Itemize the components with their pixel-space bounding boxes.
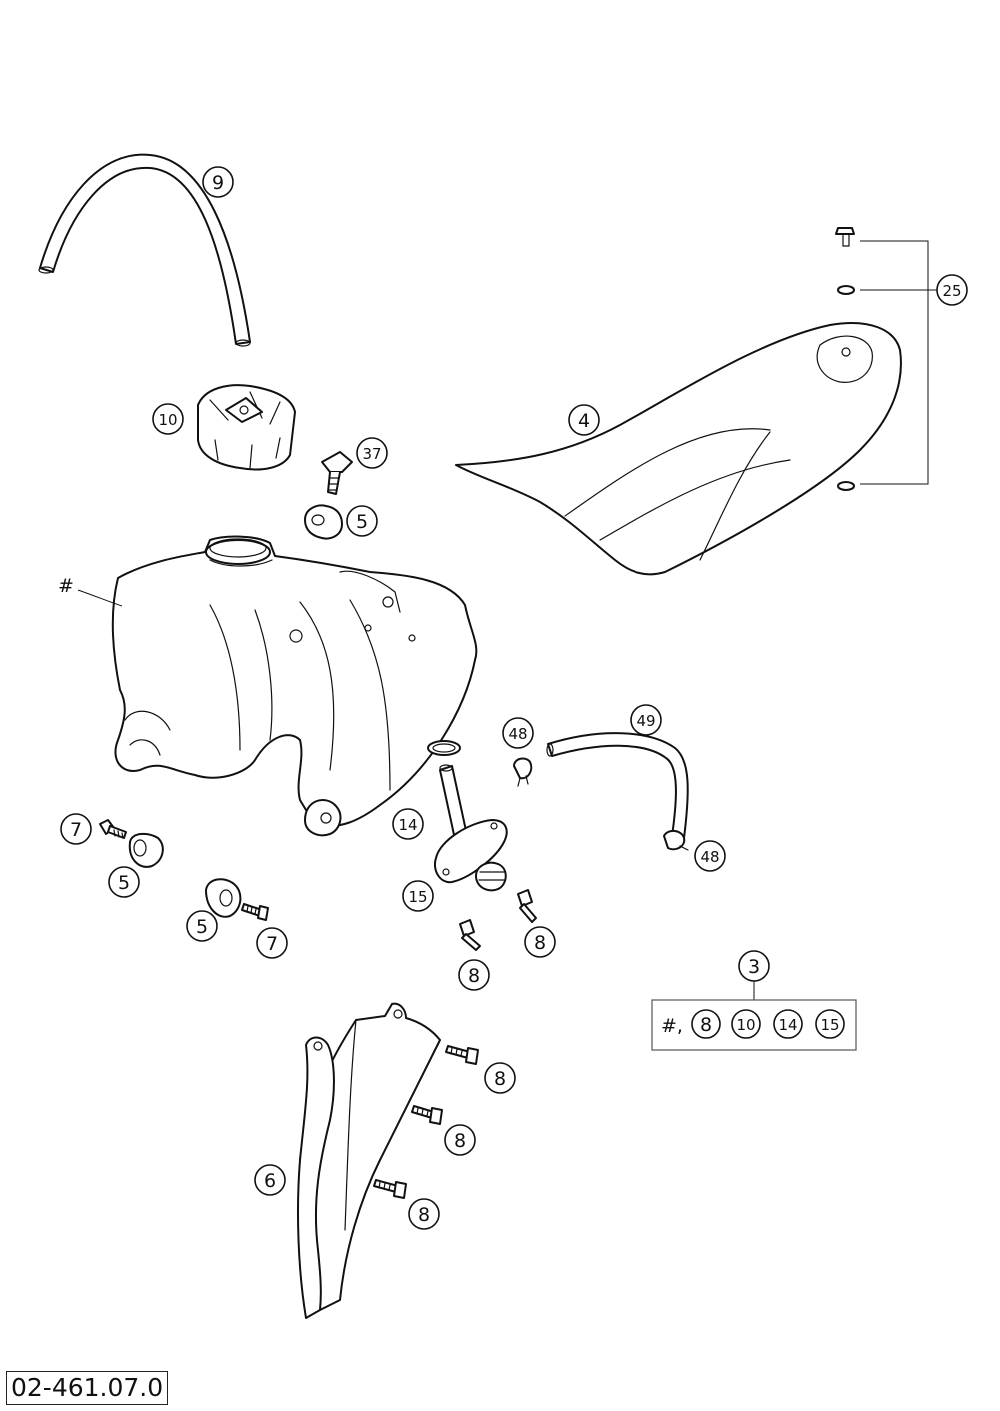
- screw-37-drawing: [321, 451, 353, 495]
- fuel-tap-drawing: [434, 764, 508, 892]
- svg-text:14: 14: [778, 1016, 797, 1034]
- callout-25: 25: [936, 274, 968, 306]
- tap-screw-a-drawing: [459, 919, 481, 951]
- svg-text:6: 6: [264, 1170, 276, 1192]
- svg-text:8: 8: [454, 1130, 466, 1152]
- svg-text:5: 5: [196, 916, 208, 938]
- svg-text:5: 5: [356, 511, 368, 533]
- svg-text:8: 8: [494, 1068, 506, 1090]
- callout-9: 9: [202, 166, 234, 198]
- clamp-upper-drawing: [513, 757, 533, 787]
- tank-label: #: [58, 575, 74, 597]
- callout-7-b: 7: [256, 927, 288, 959]
- callout-8-spoiler-b: 8: [444, 1124, 476, 1156]
- svg-text:14: 14: [398, 816, 417, 834]
- svg-text:15: 15: [820, 1016, 839, 1034]
- callout-6: 6: [254, 1164, 286, 1196]
- callout-48-upper: 48: [502, 717, 534, 749]
- spacer-left-b-drawing: [205, 878, 242, 918]
- drawing-number-label: 02-461.07.0: [6, 1371, 169, 1405]
- svg-text:8: 8: [534, 932, 546, 954]
- svg-text:7: 7: [266, 933, 278, 955]
- svg-text:4: 4: [578, 410, 590, 432]
- tank-cap-drawing: [197, 384, 296, 471]
- seat-drawing: [455, 321, 902, 576]
- spoiler-screw-b-drawing: [411, 1105, 443, 1125]
- spoiler-drawing: [297, 1002, 441, 1319]
- spoiler-screw-c-drawing: [373, 1179, 407, 1199]
- kit-item-8: 8: [691, 1009, 721, 1039]
- svg-text:49: 49: [636, 712, 655, 730]
- callout-7-a: 7: [60, 813, 92, 845]
- svg-text:10: 10: [736, 1016, 755, 1034]
- svg-text:7: 7: [70, 819, 82, 841]
- callout-48-lower: 48: [694, 840, 726, 872]
- o-ring-drawing: [427, 740, 461, 756]
- tap-screw-b-drawing: [517, 889, 537, 923]
- kit-group: 3 #, 8 10 14 15: [651, 950, 857, 1051]
- fuel-tank-drawing: [111, 535, 478, 837]
- screw-left-b-drawing: [241, 903, 269, 921]
- svg-text:8: 8: [468, 965, 480, 987]
- callout-5-a: 5: [108, 866, 140, 898]
- callout-37: 37: [356, 437, 388, 469]
- callout-3: 3: [738, 950, 770, 982]
- clamp-lower-drawing: [663, 830, 689, 851]
- svg-text:48: 48: [700, 848, 719, 866]
- callout-8-tap-a: 8: [458, 959, 490, 991]
- vent-hose-drawing: [38, 153, 251, 347]
- screw-left-a-drawing: [99, 819, 127, 839]
- svg-text:37: 37: [362, 445, 381, 463]
- kit-item-14: 14: [773, 1009, 803, 1039]
- svg-text:10: 10: [158, 411, 177, 429]
- callout-8-spoiler-a: 8: [484, 1062, 516, 1094]
- svg-text:15: 15: [408, 888, 427, 906]
- tank-leader: [77, 589, 123, 607]
- callout-5-b: 5: [186, 910, 218, 942]
- svg-text:3: 3: [748, 956, 760, 978]
- seat-fastener-drawing: [835, 227, 938, 491]
- svg-text:8: 8: [700, 1014, 712, 1036]
- callout-4: 4: [568, 404, 600, 436]
- spacer-top-drawing: [304, 504, 343, 540]
- kit-item-10: 10: [731, 1009, 761, 1039]
- kit-prefix: #,: [661, 1015, 683, 1037]
- callout-14: 14: [392, 808, 424, 840]
- svg-text:8: 8: [418, 1204, 430, 1226]
- svg-text:5: 5: [118, 872, 130, 894]
- callout-15: 15: [402, 880, 434, 912]
- spoiler-screw-a-drawing: [445, 1045, 479, 1065]
- fuel-hose-drawing: [546, 732, 689, 839]
- svg-text:25: 25: [942, 282, 961, 300]
- svg-text:9: 9: [212, 172, 224, 194]
- callout-8-spoiler-c: 8: [408, 1198, 440, 1230]
- callout-8-tap-b: 8: [524, 926, 556, 958]
- callout-49: 49: [630, 704, 662, 736]
- svg-text:48: 48: [508, 725, 527, 743]
- spacer-left-a-drawing: [128, 832, 164, 868]
- kit-item-15: 15: [815, 1009, 845, 1039]
- callout-5-top: 5: [346, 505, 378, 537]
- callout-10: 10: [152, 403, 184, 435]
